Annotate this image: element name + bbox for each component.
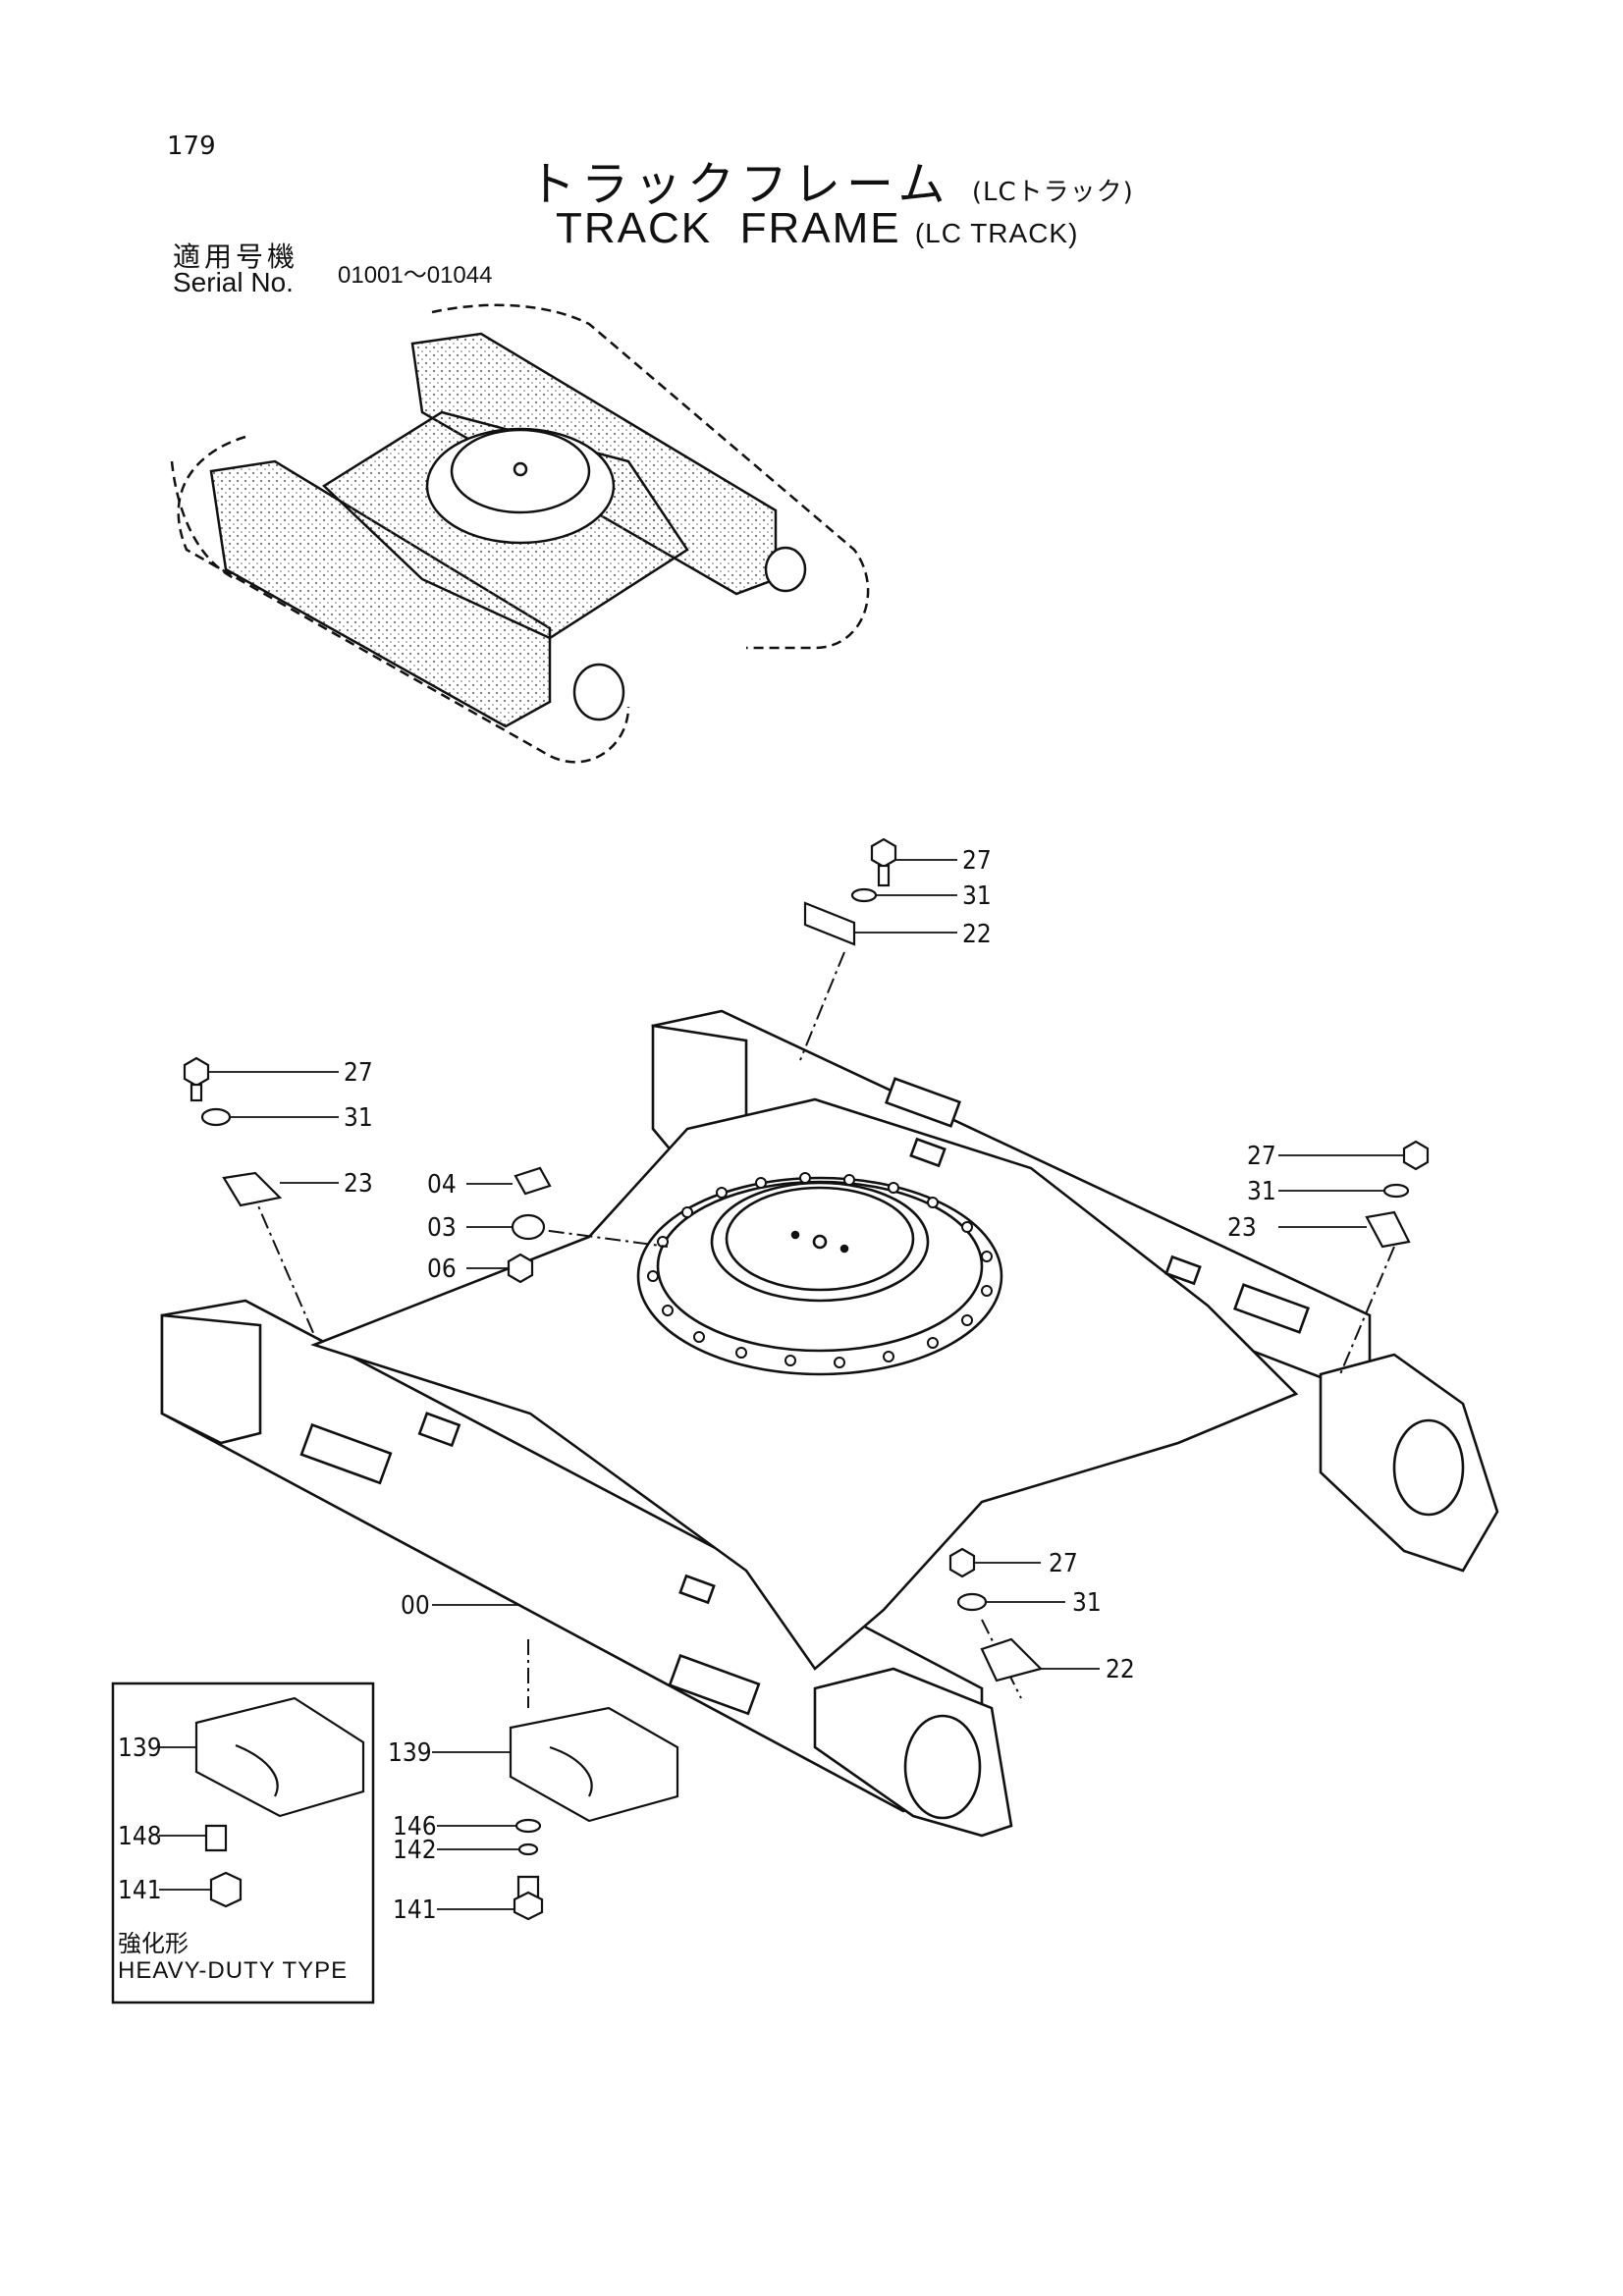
- title-jp-main: トラックフレーム: [528, 157, 951, 212]
- inset-note-japanese: 強化形: [118, 1930, 189, 1957]
- callout-27-front: 27: [1049, 1549, 1078, 1578]
- callout-31-front: 31: [1072, 1588, 1102, 1618]
- callout-22-top-right: 22: [962, 920, 992, 949]
- callout-labels: 27 31 22 27 31 23 04 03 06 27 31 23 27 3…: [118, 846, 1276, 1925]
- callouts: [159, 859, 1404, 1910]
- inset-callout-141: 141: [118, 1876, 162, 1905]
- title-en-main: TRACK FRAME: [556, 204, 901, 252]
- callout-00: 00: [401, 1591, 430, 1621]
- callout-03: 03: [427, 1213, 457, 1243]
- callout-31-right: 31: [1247, 1177, 1276, 1206]
- title-jp-suffix: (LCトラック): [971, 178, 1134, 207]
- small-parts: [183, 837, 1430, 1921]
- page-number: 179: [167, 132, 216, 161]
- page-title-japanese: トラックフレーム (LCトラック): [528, 145, 1134, 214]
- track-frame-main: [160, 1009, 1499, 1838]
- callout-141: 141: [393, 1896, 437, 1925]
- serial-label-japanese: 適用号機: [173, 240, 299, 273]
- leader-lines: [249, 951, 1395, 1708]
- callout-31-top-right: 31: [962, 881, 992, 911]
- page-title-english: TRACK FRAME (LC TRACK): [556, 204, 1078, 253]
- callout-27-top-right: 27: [962, 846, 992, 876]
- callout-146: 146: [393, 1812, 437, 1842]
- callout-142: 142: [393, 1836, 437, 1865]
- serial-label-english: Serial No.: [173, 267, 294, 297]
- callout-22-front: 22: [1106, 1655, 1135, 1684]
- callout-04: 04: [427, 1170, 457, 1200]
- inset-callout-148: 148: [118, 1822, 162, 1851]
- callout-23-left: 23: [344, 1169, 373, 1199]
- callout-31-left: 31: [344, 1103, 373, 1133]
- overview-illustration: [170, 303, 870, 764]
- callout-23-right: 23: [1227, 1213, 1257, 1243]
- heavy-duty-inset: [111, 1682, 375, 2004]
- title-en-suffix: (LC TRACK): [914, 218, 1079, 248]
- inset-callout-139: 139: [118, 1734, 162, 1763]
- callout-06: 06: [427, 1255, 457, 1284]
- serial-range: 01001～01044: [338, 262, 493, 289]
- callout-139: 139: [388, 1738, 432, 1768]
- inset-note-english: HEAVY-DUTY TYPE: [118, 1957, 349, 1984]
- callout-27-right: 27: [1247, 1142, 1276, 1171]
- callout-27-left: 27: [344, 1058, 373, 1088]
